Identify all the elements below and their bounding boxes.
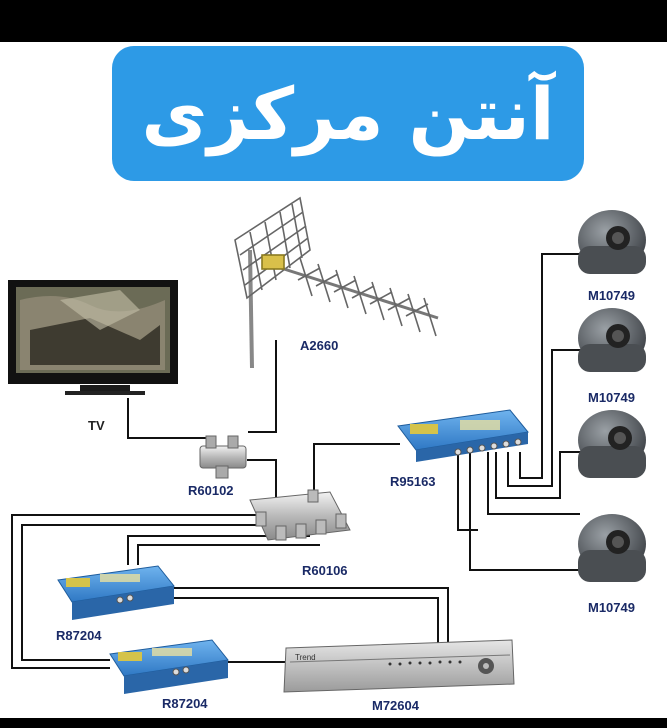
wire-splitter-r87204-b (137, 544, 320, 565)
tv-monitor (8, 280, 178, 395)
antenna (234, 196, 439, 369)
title-text: آنتن مرکزی (141, 71, 555, 156)
splitter-large-label: R60106 (302, 563, 348, 578)
wire-antenna-splitter (248, 340, 277, 433)
modulator-2-label: R87204 (162, 696, 208, 711)
camera-2 (578, 308, 646, 372)
wire-cam-1 (519, 253, 588, 479)
wire-mod1-dvr-b (170, 597, 439, 645)
splitter-small-label: R60102 (188, 483, 234, 498)
modulator-2 (109, 639, 229, 694)
camera-3 (578, 410, 646, 478)
camera-1-label: M10749 (588, 288, 635, 303)
camera-2-label: M10749 (588, 390, 635, 405)
dvr-brand: Trend (295, 653, 316, 662)
wire-loop-outer (11, 514, 258, 669)
antenna-label: A2660 (300, 338, 338, 353)
wire-splitter-r87204-a (127, 535, 310, 565)
wire-splitter-r95163 (313, 443, 400, 505)
modulator-camera-label: R95163 (390, 474, 436, 489)
modulator-camera (397, 409, 529, 462)
wire-cam-3 (495, 451, 585, 499)
top-black-bar (0, 0, 667, 42)
dvr-label: M72604 (372, 698, 420, 713)
wire-cam-5 (469, 452, 585, 571)
splitter-small (199, 435, 247, 479)
wire-cam-2 (507, 349, 588, 487)
modulator-1-label: R87204 (56, 628, 102, 643)
wire-loop-inner (21, 524, 258, 661)
modulator-1 (57, 565, 175, 620)
dvr (283, 639, 515, 693)
wire-cam-4 (487, 452, 580, 515)
wires (11, 253, 588, 669)
wire-tv-splitter (127, 398, 211, 448)
wire-cam-6 (457, 452, 478, 531)
title-banner: آنتن مرکزی (112, 46, 584, 181)
camera-4 (578, 514, 646, 582)
wire-mod1-dvr-a (170, 587, 449, 645)
bottom-black-bar (0, 718, 667, 728)
tv-label: TV (88, 418, 105, 433)
camera-4-label: M10749 (588, 600, 635, 615)
wire-splitter-splitter (247, 459, 277, 500)
splitter-large (249, 489, 351, 541)
camera-1 (578, 210, 646, 274)
